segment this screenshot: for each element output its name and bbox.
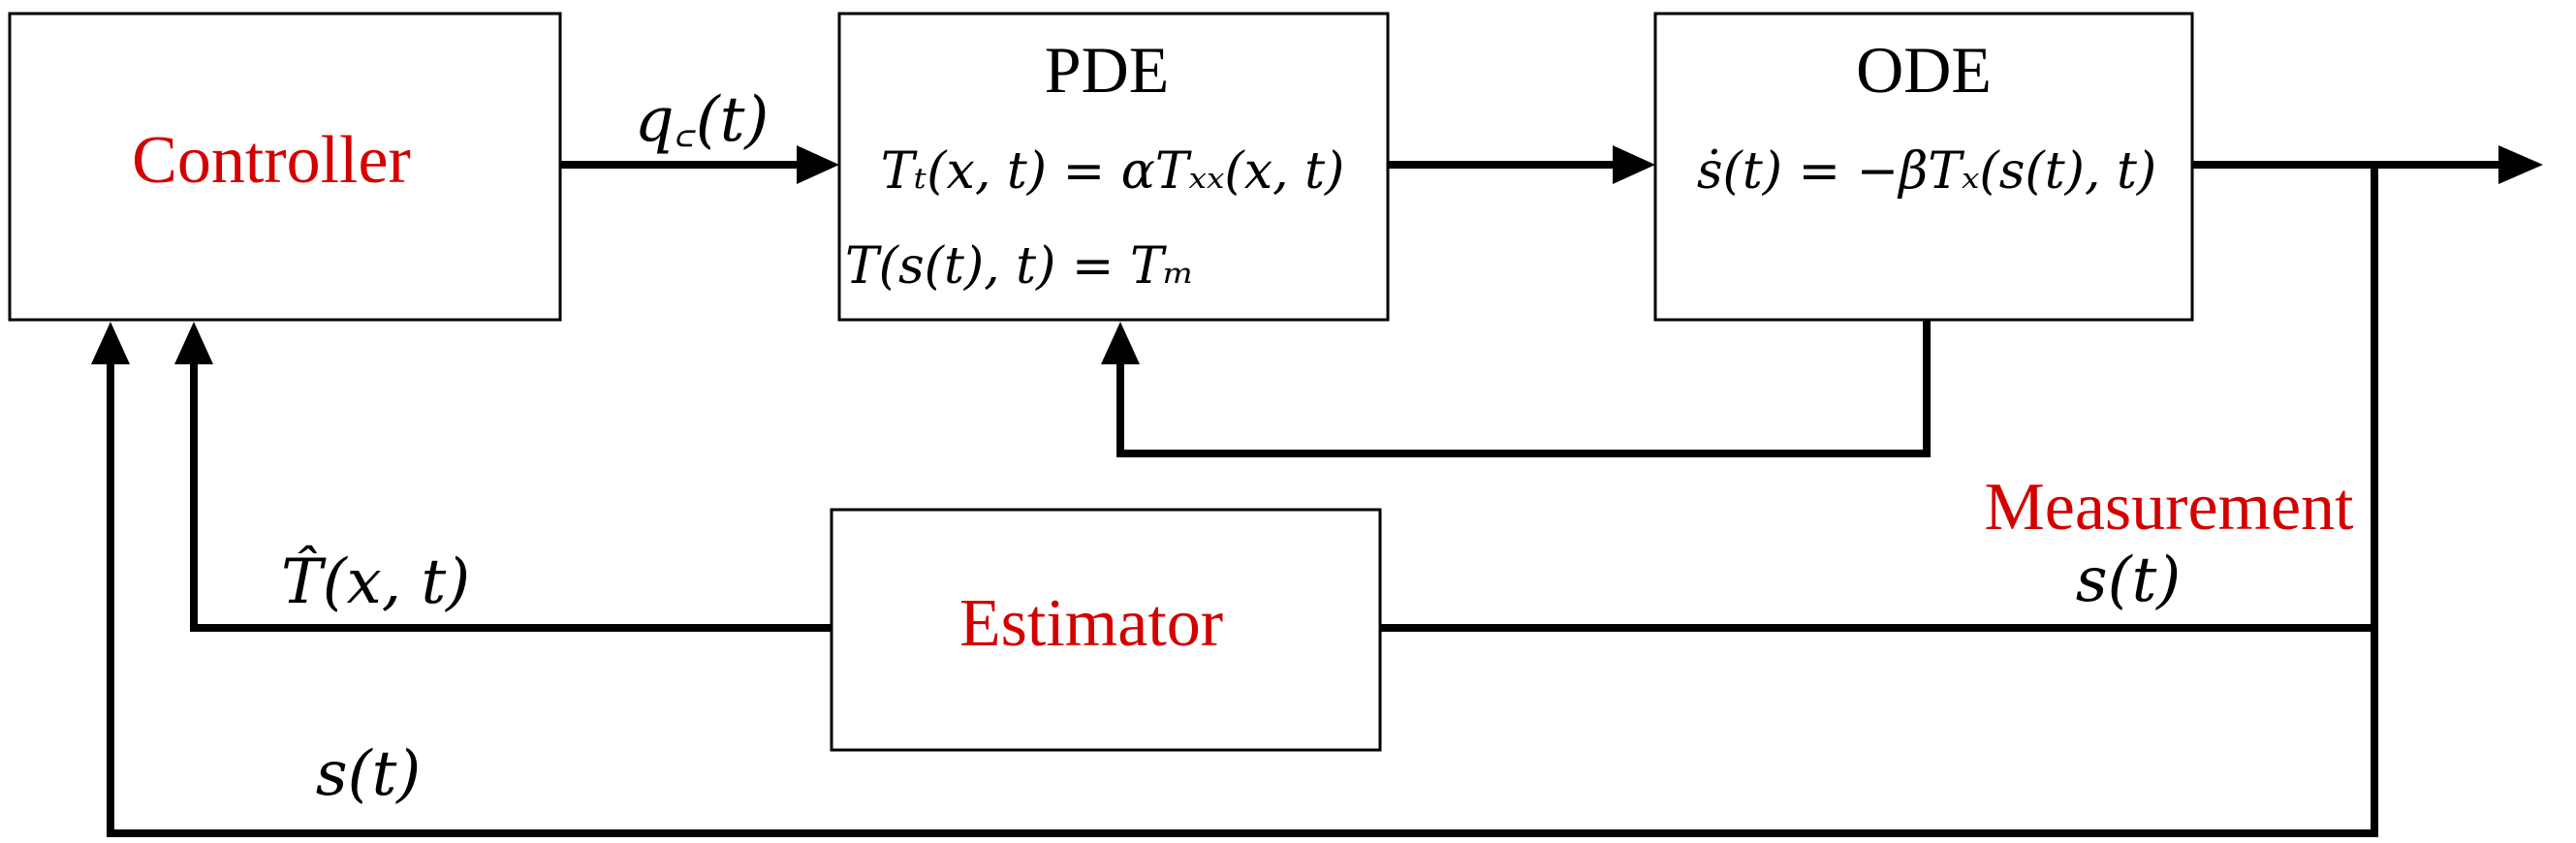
estimate-label: T̂(x, t) bbox=[281, 546, 470, 618]
arrowhead bbox=[2498, 145, 2543, 184]
arrowhead bbox=[1101, 322, 1140, 364]
ode-equation: ṡ(t) = −βTₓ(s(t), t) bbox=[1697, 142, 2156, 201]
control-input-label: q꜀(t) bbox=[635, 84, 770, 156]
estimator-label: Estimator bbox=[959, 586, 1223, 661]
pde-title: PDE bbox=[1045, 33, 1169, 107]
estimator-block: Estimator bbox=[830, 508, 1382, 752]
controller-label: Controller bbox=[132, 123, 411, 198]
connector-controller-to-pde bbox=[560, 145, 839, 184]
feedback-signal-label: s(t) bbox=[316, 738, 422, 810]
measurement-title: Measurement bbox=[1985, 470, 2355, 545]
pde-equation-2: T(s(t), t) = Tₘ bbox=[845, 237, 1195, 296]
ode-title: ODE bbox=[1856, 33, 1992, 107]
pde-block: PDE Tₜ(x, t) = αTₓₓ(x, t) T(s(t), t) = T… bbox=[837, 12, 1390, 322]
pde-equation-1: Tₜ(x, t) = αTₓₓ(x, t) bbox=[881, 142, 1345, 201]
connector-estimator-to-controller bbox=[174, 322, 832, 632]
arrowhead bbox=[174, 322, 213, 364]
arrowhead bbox=[797, 145, 839, 184]
connector-pde-to-ode bbox=[1388, 145, 1655, 184]
connector-system-output bbox=[2192, 145, 2543, 184]
ode-block: ODE ṡ(t) = −βTₓ(s(t), t) bbox=[1653, 12, 2194, 322]
measurement-signal-label: s(t) bbox=[2076, 545, 2182, 616]
connector-ode-to-pde-feedback bbox=[1101, 320, 1931, 457]
arrowhead bbox=[1613, 145, 1655, 184]
controller-block: Controller bbox=[8, 12, 562, 322]
arrowhead bbox=[91, 322, 130, 364]
connector-measurement-to-controller bbox=[91, 322, 2378, 837]
